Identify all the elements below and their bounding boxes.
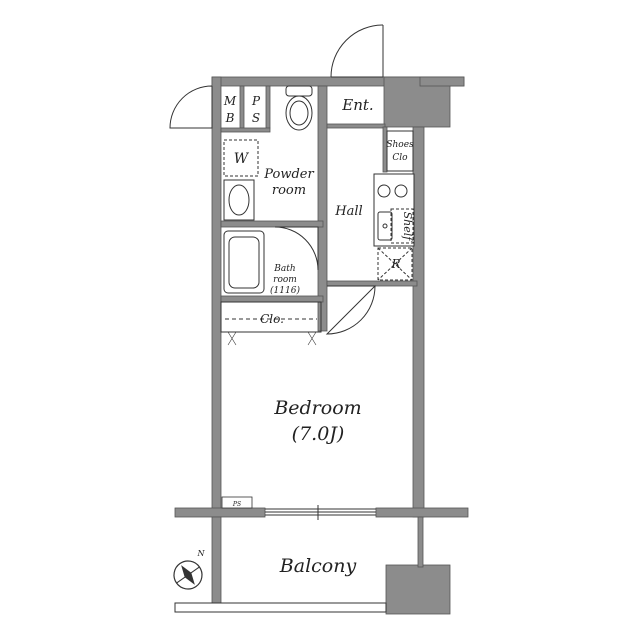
wall-mbps-bottom: [220, 127, 271, 133]
bath-label-2: room: [273, 275, 297, 285]
entrance-door: [330, 24, 384, 78]
washer-label: W: [234, 151, 250, 167]
stove-burner-right: [394, 184, 408, 198]
wall-powder-bath: [220, 220, 324, 228]
wall-inner-vertical: [317, 85, 328, 332]
closet-fixture: [220, 301, 322, 346]
bedroom-window: [265, 505, 376, 520]
shelf-label: Shelf: [401, 212, 414, 243]
wall-entrance-step: [326, 123, 386, 129]
powder-room-label-2: room: [272, 183, 306, 198]
wall-bottom-left: [174, 507, 266, 518]
bedroom-door: [325, 285, 377, 335]
wall-ps-toilet: [265, 85, 271, 129]
bathtub: [223, 230, 265, 294]
fridge-label: R: [390, 257, 400, 271]
mb-label-1: M: [223, 94, 237, 108]
doors: [169, 24, 384, 335]
wall-bottom-right: [375, 507, 469, 518]
wall-balcony-right: [417, 516, 424, 568]
stove-burner-left: [377, 184, 391, 198]
mb-door: [169, 85, 213, 129]
hall-label: Hall: [334, 204, 362, 219]
bath-door: [274, 226, 319, 271]
balcony-label: Balcony: [279, 555, 357, 577]
shoes-label-2: Clo: [392, 153, 408, 163]
entrance-label: Ent.: [341, 96, 373, 114]
compass-north-label: N: [197, 549, 206, 558]
powder-room-label-1: Powder: [263, 167, 314, 182]
mb-label-2: B: [225, 111, 235, 125]
balcony-rail: [174, 602, 387, 613]
wall-mb-ps: [239, 85, 245, 129]
wall-balcony-left: [211, 516, 222, 608]
bedroom-size-label: (7.0J): [292, 423, 345, 445]
kitchen-counter: [373, 173, 415, 247]
wall-top-right-stub: [419, 76, 465, 87]
bath-label-1: Bath: [273, 264, 295, 274]
room-labels: M B P S Ent. Shoes Clo W Powder room Hal…: [197, 94, 415, 577]
refrigerator-space: [377, 247, 413, 281]
pillar-balcony: [385, 564, 451, 615]
compass-icon: [173, 560, 203, 590]
shoes-label-1: Shoes: [386, 140, 414, 150]
wall-bath-bottom: [220, 295, 324, 303]
walls: [174, 76, 469, 615]
ps-label-2: S: [252, 111, 260, 125]
wash-basin: [223, 179, 255, 221]
shoes-closet: [386, 130, 414, 172]
shelf-area: [390, 208, 414, 244]
bedroom-label: Bedroom: [273, 397, 361, 419]
ps-label-1: P: [251, 94, 261, 108]
bath-size-label: (1116): [270, 285, 300, 296]
closet-label: Clo.: [260, 312, 284, 326]
ps-small-label: PS: [232, 501, 241, 508]
ps-small-box: [221, 496, 253, 509]
wall-kitchen-bottom: [326, 280, 418, 287]
wall-right: [412, 126, 425, 518]
toilet: [285, 85, 313, 131]
wall-left: [211, 76, 222, 518]
washer-space: [223, 139, 259, 177]
